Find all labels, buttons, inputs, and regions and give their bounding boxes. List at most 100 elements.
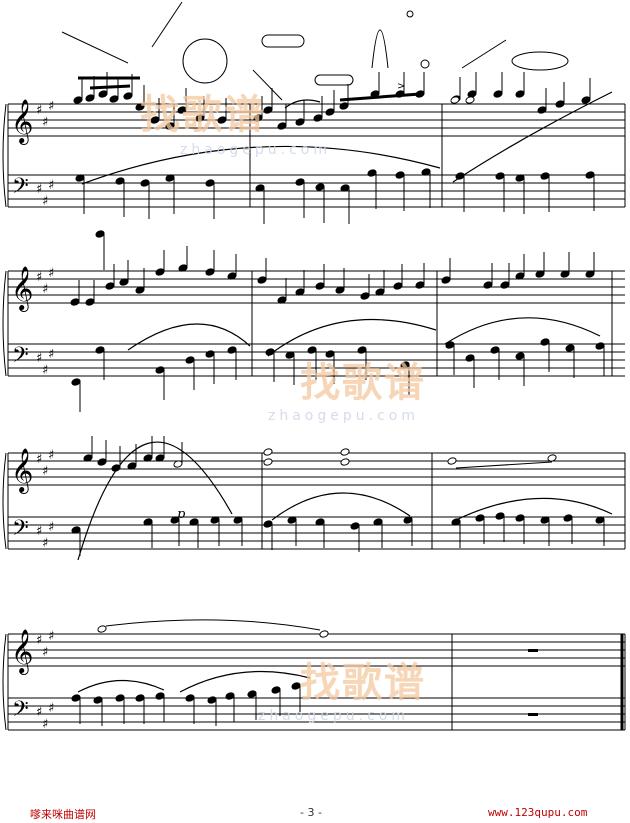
beam xyxy=(89,84,131,90)
notehead xyxy=(565,344,575,352)
notehead xyxy=(495,172,505,180)
notehead xyxy=(450,96,460,104)
notehead xyxy=(285,351,295,359)
watermark-url: zhaogepu.com xyxy=(268,408,419,424)
notehead xyxy=(263,448,273,456)
sharp-sign: ♯ xyxy=(48,266,54,281)
notehead xyxy=(483,281,493,289)
sharp-sign: ♯ xyxy=(48,178,54,193)
notehead xyxy=(227,346,237,354)
slur xyxy=(452,91,613,183)
slur xyxy=(81,145,441,185)
notehead xyxy=(563,514,573,522)
notehead xyxy=(325,108,335,116)
sharp-sign: ♯ xyxy=(36,351,42,366)
bass-clef: 𝄢 xyxy=(12,697,29,727)
grand-staff-brace xyxy=(2,633,7,731)
notehead xyxy=(465,354,475,362)
sharp-sign: ♯ xyxy=(42,363,48,378)
notehead xyxy=(400,361,410,369)
whole-rest xyxy=(528,649,538,652)
notehead xyxy=(421,168,431,176)
grand-staff-brace xyxy=(2,452,7,550)
notehead xyxy=(143,518,153,526)
notehead xyxy=(319,630,329,638)
notehead xyxy=(257,276,267,284)
notehead xyxy=(547,454,557,462)
notehead xyxy=(189,518,199,526)
notehead xyxy=(395,171,405,179)
notehead xyxy=(340,448,350,456)
footer-site-name: 嗲来咪曲谱网 xyxy=(30,808,96,821)
notehead xyxy=(515,90,525,98)
watermark-brand: 找歌谱 xyxy=(300,360,426,406)
notehead xyxy=(115,694,125,702)
sharp-sign: ♯ xyxy=(36,705,42,720)
notehead xyxy=(540,172,550,180)
notehead xyxy=(540,516,550,524)
slur xyxy=(271,492,411,521)
notehead xyxy=(325,350,335,358)
notehead xyxy=(500,281,510,289)
notehead xyxy=(115,177,125,185)
notehead xyxy=(155,366,165,374)
notehead xyxy=(255,184,265,192)
notehead xyxy=(495,512,505,520)
notehead xyxy=(205,268,215,276)
sharp-sign: ♯ xyxy=(36,182,42,197)
sharp-sign: ♯ xyxy=(36,270,42,285)
notehead xyxy=(277,122,287,130)
sharp-sign: ♯ xyxy=(42,536,48,551)
sharp-sign: ♯ xyxy=(42,115,48,130)
sharp-sign: ♯ xyxy=(36,524,42,539)
notehead xyxy=(315,282,325,290)
whole-rest xyxy=(528,713,538,716)
notehead xyxy=(205,350,215,358)
notehead xyxy=(75,174,85,182)
notehead xyxy=(140,179,150,187)
grand-staff-brace xyxy=(2,103,7,208)
notehead xyxy=(210,516,220,524)
music-notation: 𝄞𝄢♯♯♯♯♯♯𝄞𝄢♯♯♯♯♯♯𝄞𝄢♯♯♯♯♯♯𝄞𝄢♯♯♯♯♯♯p> xyxy=(11,72,613,732)
bass-clef: 𝄢 xyxy=(12,343,29,373)
notehead xyxy=(373,518,383,526)
notehead xyxy=(247,690,257,698)
treble-clef: 𝄞 xyxy=(11,99,33,145)
sharp-sign: ♯ xyxy=(42,717,48,732)
sharp-sign: ♯ xyxy=(36,452,42,467)
sharp-sign: ♯ xyxy=(42,194,48,209)
watermark-url: zhaogepu.com xyxy=(180,142,331,158)
watermark-brand: 找歌谱 xyxy=(300,660,426,706)
sharp-sign: ♯ xyxy=(48,520,54,535)
scribble-decorations xyxy=(61,1,569,101)
notehead xyxy=(71,694,81,702)
sharp-sign: ♯ xyxy=(42,282,48,297)
notehead xyxy=(357,346,367,354)
notehead xyxy=(537,106,547,114)
notehead xyxy=(95,230,105,238)
tie xyxy=(105,619,321,631)
notehead xyxy=(295,118,305,126)
notehead xyxy=(313,114,323,122)
notehead xyxy=(207,696,217,704)
notehead xyxy=(97,458,107,466)
notehead xyxy=(415,281,425,289)
slur xyxy=(77,441,233,561)
notehead xyxy=(70,298,80,306)
sharp-sign: ♯ xyxy=(36,103,42,118)
notehead xyxy=(85,94,95,102)
watermark-brand: 找歌谱 xyxy=(140,92,266,138)
slur xyxy=(444,317,601,345)
notehead xyxy=(515,352,525,360)
notehead xyxy=(93,696,103,704)
notehead xyxy=(445,341,455,349)
slur xyxy=(179,670,311,693)
bass-clef: 𝄢 xyxy=(12,174,29,204)
notehead xyxy=(315,518,325,526)
notehead xyxy=(403,516,413,524)
notehead xyxy=(540,338,550,346)
notehead xyxy=(490,346,500,354)
sharp-sign: ♯ xyxy=(48,347,54,362)
sharp-sign: ♯ xyxy=(48,99,54,114)
notehead xyxy=(170,516,180,524)
